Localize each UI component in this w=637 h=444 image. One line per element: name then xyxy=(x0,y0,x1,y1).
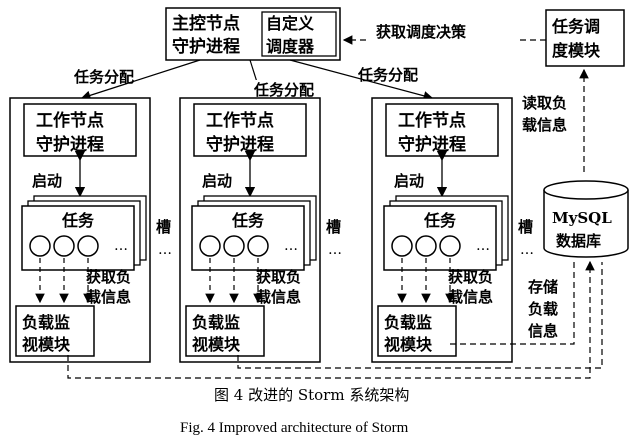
executor-circle xyxy=(77,235,99,257)
load-monitor-box xyxy=(377,305,457,357)
svg-text:任务调: 任务调 xyxy=(551,17,600,36)
caption-zh: 图 4 改进的 Storm 系统架构 xyxy=(214,386,409,404)
assign-label-2: 任务分配 xyxy=(253,81,314,99)
get-load-label-2: 载信息 xyxy=(256,288,301,306)
load-monitor-box xyxy=(15,305,95,357)
executor-circle xyxy=(223,235,245,257)
worker-daemon-box xyxy=(385,103,499,157)
monitor-label-1: 负载监 xyxy=(384,313,432,332)
get-decision-label: 获取调度决策 xyxy=(376,23,467,41)
svg-text:信息: 信息 xyxy=(528,322,558,340)
task-ellipsis: … xyxy=(114,238,128,254)
executor-circle xyxy=(53,235,75,257)
executor-circle xyxy=(199,235,221,257)
svg-text:存储: 存储 xyxy=(528,278,558,296)
worker-daemon-label-2: 守护进程 xyxy=(36,134,104,155)
scheduler-label-2: 调度器 xyxy=(266,37,315,56)
slot-ellipsis: … xyxy=(328,242,342,258)
svg-text:读取负: 读取负 xyxy=(522,94,567,112)
task-label: 任务 xyxy=(423,211,457,230)
mysql-database: MySQL 数据库 xyxy=(543,180,629,258)
start-label: 启动 xyxy=(202,172,232,190)
monitor-label-2: 视模块 xyxy=(384,335,433,354)
master-node: 主控节点 守护进程 自定义 调度器 xyxy=(165,7,341,61)
svg-text:载信息: 载信息 xyxy=(522,116,567,134)
svg-text:度模块: 度模块 xyxy=(552,41,601,60)
monitor-label-2: 视模块 xyxy=(22,335,71,354)
task-label: 任务 xyxy=(61,211,95,230)
get-load-label-1: 获取负 xyxy=(448,268,493,286)
master-label-2: 守护进程 xyxy=(172,36,240,57)
caption-en: Fig. 4 Improved architecture of Storm xyxy=(180,420,409,436)
store-load-lines xyxy=(67,260,603,379)
master-label-1: 主控节点 xyxy=(172,13,240,34)
executor-circle xyxy=(391,235,413,257)
slot-ellipsis: … xyxy=(520,242,534,258)
executor-circle xyxy=(29,235,51,257)
start-label: 启动 xyxy=(394,172,424,190)
task-ellipsis: … xyxy=(284,238,298,254)
svg-text:MySQL: MySQL xyxy=(552,209,612,227)
get-load-label-1: 获取负 xyxy=(256,268,301,286)
slot-label: 槽 xyxy=(518,218,533,236)
task-label: 任务 xyxy=(231,211,265,230)
worker-daemon-label-2: 守护进程 xyxy=(398,134,466,155)
worker-daemon-label-1: 工作节点 xyxy=(398,110,466,131)
monitor-label-1: 负载监 xyxy=(22,313,70,332)
start-label: 启动 xyxy=(32,172,62,190)
executor-circle xyxy=(439,235,461,257)
monitor-label-2: 视模块 xyxy=(192,335,241,354)
load-monitor-box xyxy=(185,305,265,357)
worker-daemon-box xyxy=(23,103,137,157)
executor-circle xyxy=(415,235,437,257)
executor-circle xyxy=(247,235,269,257)
get-load-label-2: 载信息 xyxy=(86,288,131,306)
worker-daemon-label-1: 工作节点 xyxy=(36,110,104,131)
slot-ellipsis: … xyxy=(158,242,172,258)
worker-daemon-box xyxy=(193,103,307,157)
worker-daemon-label-1: 工作节点 xyxy=(206,110,274,131)
svg-text:负载: 负载 xyxy=(528,300,558,318)
assign-label-3: 任务分配 xyxy=(357,66,418,84)
get-load-label-1: 获取负 xyxy=(86,268,131,286)
get-load-label-2: 载信息 xyxy=(448,288,493,306)
scheduler-label-1: 自定义 xyxy=(266,14,314,33)
task-ellipsis: … xyxy=(476,238,490,254)
task-schedule-module: 任务调 度模块 xyxy=(545,9,625,67)
slot-label: 槽 xyxy=(326,218,341,236)
svg-text:数据库: 数据库 xyxy=(556,232,601,250)
slot-label: 槽 xyxy=(156,218,171,236)
monitor-label-1: 负载监 xyxy=(192,313,240,332)
assign-label-1: 任务分配 xyxy=(73,68,134,86)
worker-daemon-label-2: 守护进程 xyxy=(206,134,274,155)
